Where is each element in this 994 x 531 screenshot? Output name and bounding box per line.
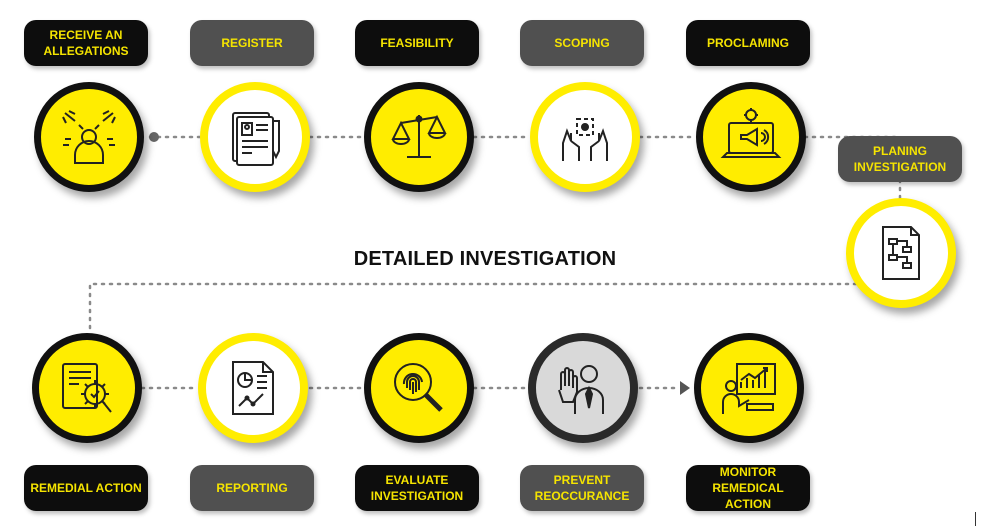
balance-scale-icon — [391, 114, 447, 158]
monitor-growth-chart-icon — [722, 363, 776, 414]
step-circle-remedial-action — [32, 333, 142, 443]
report-chart-icon — [232, 361, 274, 415]
step-circle-planing-investigation — [846, 198, 956, 308]
accusation-person-icon — [62, 110, 116, 164]
start-dot — [149, 132, 159, 142]
stop-hand-person-icon — [558, 365, 604, 414]
step-label-register: REGISTER — [190, 20, 314, 66]
step-circle-receive-allegations — [34, 82, 144, 192]
diagram-title: DETAILED INVESTIGATION — [353, 248, 617, 270]
remedial-gear-document-icon — [62, 363, 112, 413]
step-circle-proclaming — [696, 82, 806, 192]
text-cursor-mark — [975, 512, 976, 526]
arrow-head-icon — [680, 381, 690, 395]
scoping-hands-icon — [562, 118, 608, 161]
step-label-prevent-reoccurance: PREVENT REOCCURANCE — [520, 465, 644, 511]
step-label-reporting: REPORTING — [190, 465, 314, 511]
step-circle-feasibility — [364, 82, 474, 192]
laptop-megaphone-icon — [720, 108, 782, 158]
fingerprint-magnifier-icon — [394, 363, 443, 412]
step-circle-monitor-remedical-action — [694, 333, 804, 443]
planning-flowchart-icon — [882, 226, 920, 280]
step-label-proclaming: PROCLAMING — [686, 20, 810, 66]
register-document-icon — [232, 112, 280, 166]
step-circle-prevent-reoccurance — [528, 333, 638, 443]
step-label-remedial-action: REMEDIAL ACTION — [24, 465, 148, 511]
step-circle-evaluate-investigation — [364, 333, 474, 443]
step-circle-register — [200, 82, 310, 192]
step-circle-scoping — [530, 82, 640, 192]
step-label-evaluate-investigation: EVALUATE INVESTIGATION — [355, 465, 479, 511]
step-label-monitor-remedical-action: MONITOR REMEDICAL ACTION — [686, 465, 810, 511]
step-label-planing-investigation: PLANING INVESTIGATION — [838, 136, 962, 182]
step-circle-reporting — [198, 333, 308, 443]
step-label-scoping: SCOPING — [520, 20, 644, 66]
step-label-receive-allegations: RECEIVE AN ALLEGATIONS — [24, 20, 148, 66]
step-label-feasibility: FEASIBILITY — [355, 20, 479, 66]
